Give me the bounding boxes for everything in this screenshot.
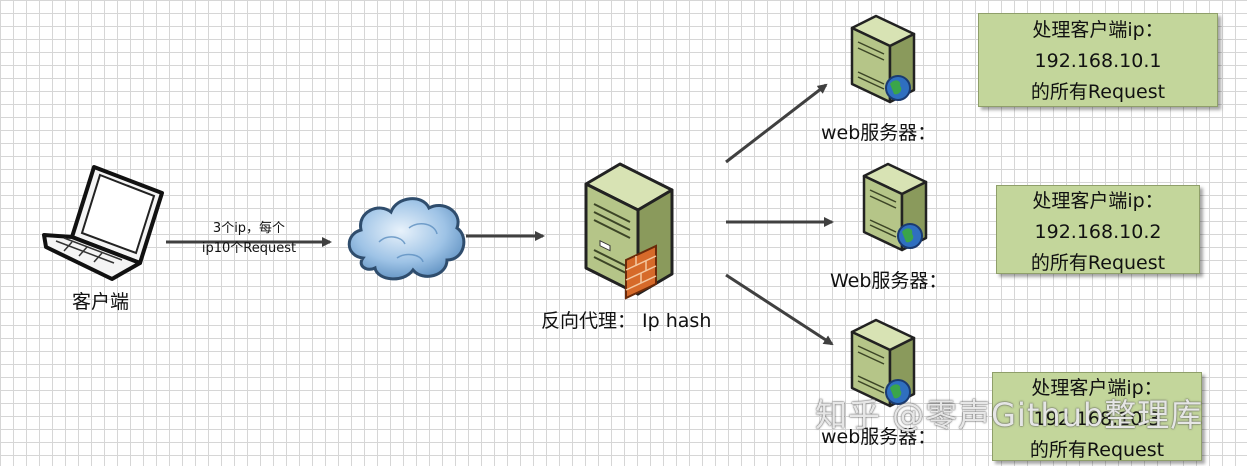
server-note-1: 处理客户端ip： 192.168.10.1 的所有Request <box>978 13 1218 107</box>
firewall-icon <box>625 244 657 300</box>
proxy-server-icon <box>584 162 674 300</box>
proxy-label: 反向代理： Ip hash <box>541 310 712 332</box>
web-server-label-2: Web服务器： <box>830 270 948 292</box>
web-server-label-1: web服务器： <box>821 122 937 144</box>
request-description-line2: ip10个Request <box>201 241 297 256</box>
server-note-1-line2: 192.168.10.1 <box>1034 50 1162 72</box>
server-note-3-line1: 处理客户端ip： <box>1031 377 1163 399</box>
web-server-icon-2 <box>862 162 928 252</box>
server-note-2-line3: 的所有Request <box>1030 252 1166 274</box>
request-description: 3个ip，每个 ip10个Request <box>179 219 319 259</box>
server-note-3-line3: 的所有Request <box>1029 439 1165 461</box>
arrow-proxy-to-server-3 <box>725 273 834 346</box>
server-note-1-line1: 处理客户端ip： <box>1032 19 1164 41</box>
server-note-1-line3: 的所有Request <box>1030 81 1166 103</box>
web-server-label-3: web服务器： <box>821 426 937 448</box>
server-note-3: 处理客户端ip： 192.168.10.3 的所有Request <box>992 372 1202 461</box>
request-description-line1: 3个ip，每个 <box>212 221 286 236</box>
web-server-icon-1 <box>850 14 916 104</box>
arrow-proxy-to-server-1 <box>725 83 828 164</box>
web-server-icon-3 <box>850 318 916 408</box>
cloud-icon <box>347 197 466 281</box>
client-label: 客户端 <box>72 291 130 313</box>
server-note-3-line2: 192.168.10.3 <box>1033 408 1161 430</box>
server-note-2-line2: 192.168.10.2 <box>1034 221 1162 243</box>
server-note-2-line1: 处理客户端ip： <box>1032 190 1164 212</box>
laptop-icon <box>42 165 164 281</box>
server-note-2: 处理客户端ip： 192.168.10.2 的所有Request <box>996 185 1200 274</box>
watermark: 知乎 @零声Github整理库 <box>815 396 1204 434</box>
